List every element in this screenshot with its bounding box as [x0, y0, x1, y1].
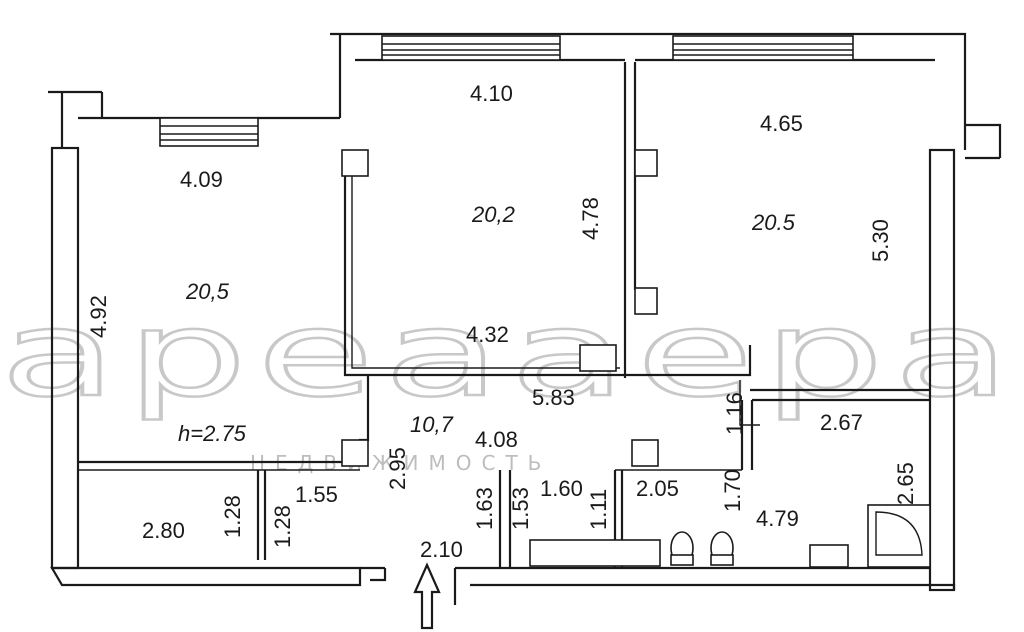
closet-a-width: 2.80	[142, 518, 185, 543]
corridor-depth-b: 1.53	[508, 487, 533, 530]
bathtub-icon	[529, 539, 661, 567]
hall-area: 10,7	[410, 412, 454, 437]
sanitary-fixtures	[529, 504, 931, 568]
hall-entry: 2.10	[420, 537, 463, 562]
sink-icon	[809, 544, 849, 568]
toilet-icon	[670, 531, 694, 566]
room-middle-width-top: 4.10	[470, 81, 513, 106]
bidet-icon	[710, 531, 734, 566]
room-middle-length: 4.78	[578, 197, 603, 240]
wc-width: 1.60	[540, 476, 583, 501]
closet-a-depth: 1.28	[220, 495, 245, 538]
bathroom-depth: 2.65	[893, 462, 918, 505]
room-left-ceiling-height: h=2.75	[178, 421, 247, 446]
hall-side: 2.95	[385, 447, 410, 490]
bathroom-area: 4.79	[756, 506, 799, 531]
hall-niche: 1.16	[722, 392, 747, 435]
outer-walls	[48, 32, 1002, 605]
closet-b-width: 1.55	[295, 482, 338, 507]
closet-b-depth: 1.28	[270, 505, 295, 548]
watermark-text: apeaaepa	[0, 285, 1020, 423]
room-right-width: 4.65	[760, 111, 803, 136]
room-middle-area: 20,2	[471, 202, 515, 227]
room-right-area: 20.5	[751, 210, 796, 235]
bath-small-depth: 1.70	[720, 469, 745, 512]
hall-depth: 4.08	[475, 427, 518, 452]
windows	[159, 35, 854, 147]
hall-width: 5.83	[532, 385, 575, 410]
bath-small-width: 2.05	[636, 476, 679, 501]
room-left-area: 20,5	[185, 279, 230, 304]
entrance-arrow-icon	[413, 562, 441, 630]
wc-depth: 1.11	[586, 489, 611, 530]
bathroom-width: 2.67	[820, 410, 863, 435]
room-right-length: 5.30	[868, 219, 893, 262]
corridor-depth-a: 1.63	[472, 487, 497, 530]
interior-walls	[78, 62, 930, 568]
room-middle-width-bottom: 4.32	[466, 322, 509, 347]
shower-icon	[867, 504, 931, 568]
room-left-length: 4.92	[86, 295, 111, 338]
room-left-width: 4.09	[180, 167, 223, 192]
